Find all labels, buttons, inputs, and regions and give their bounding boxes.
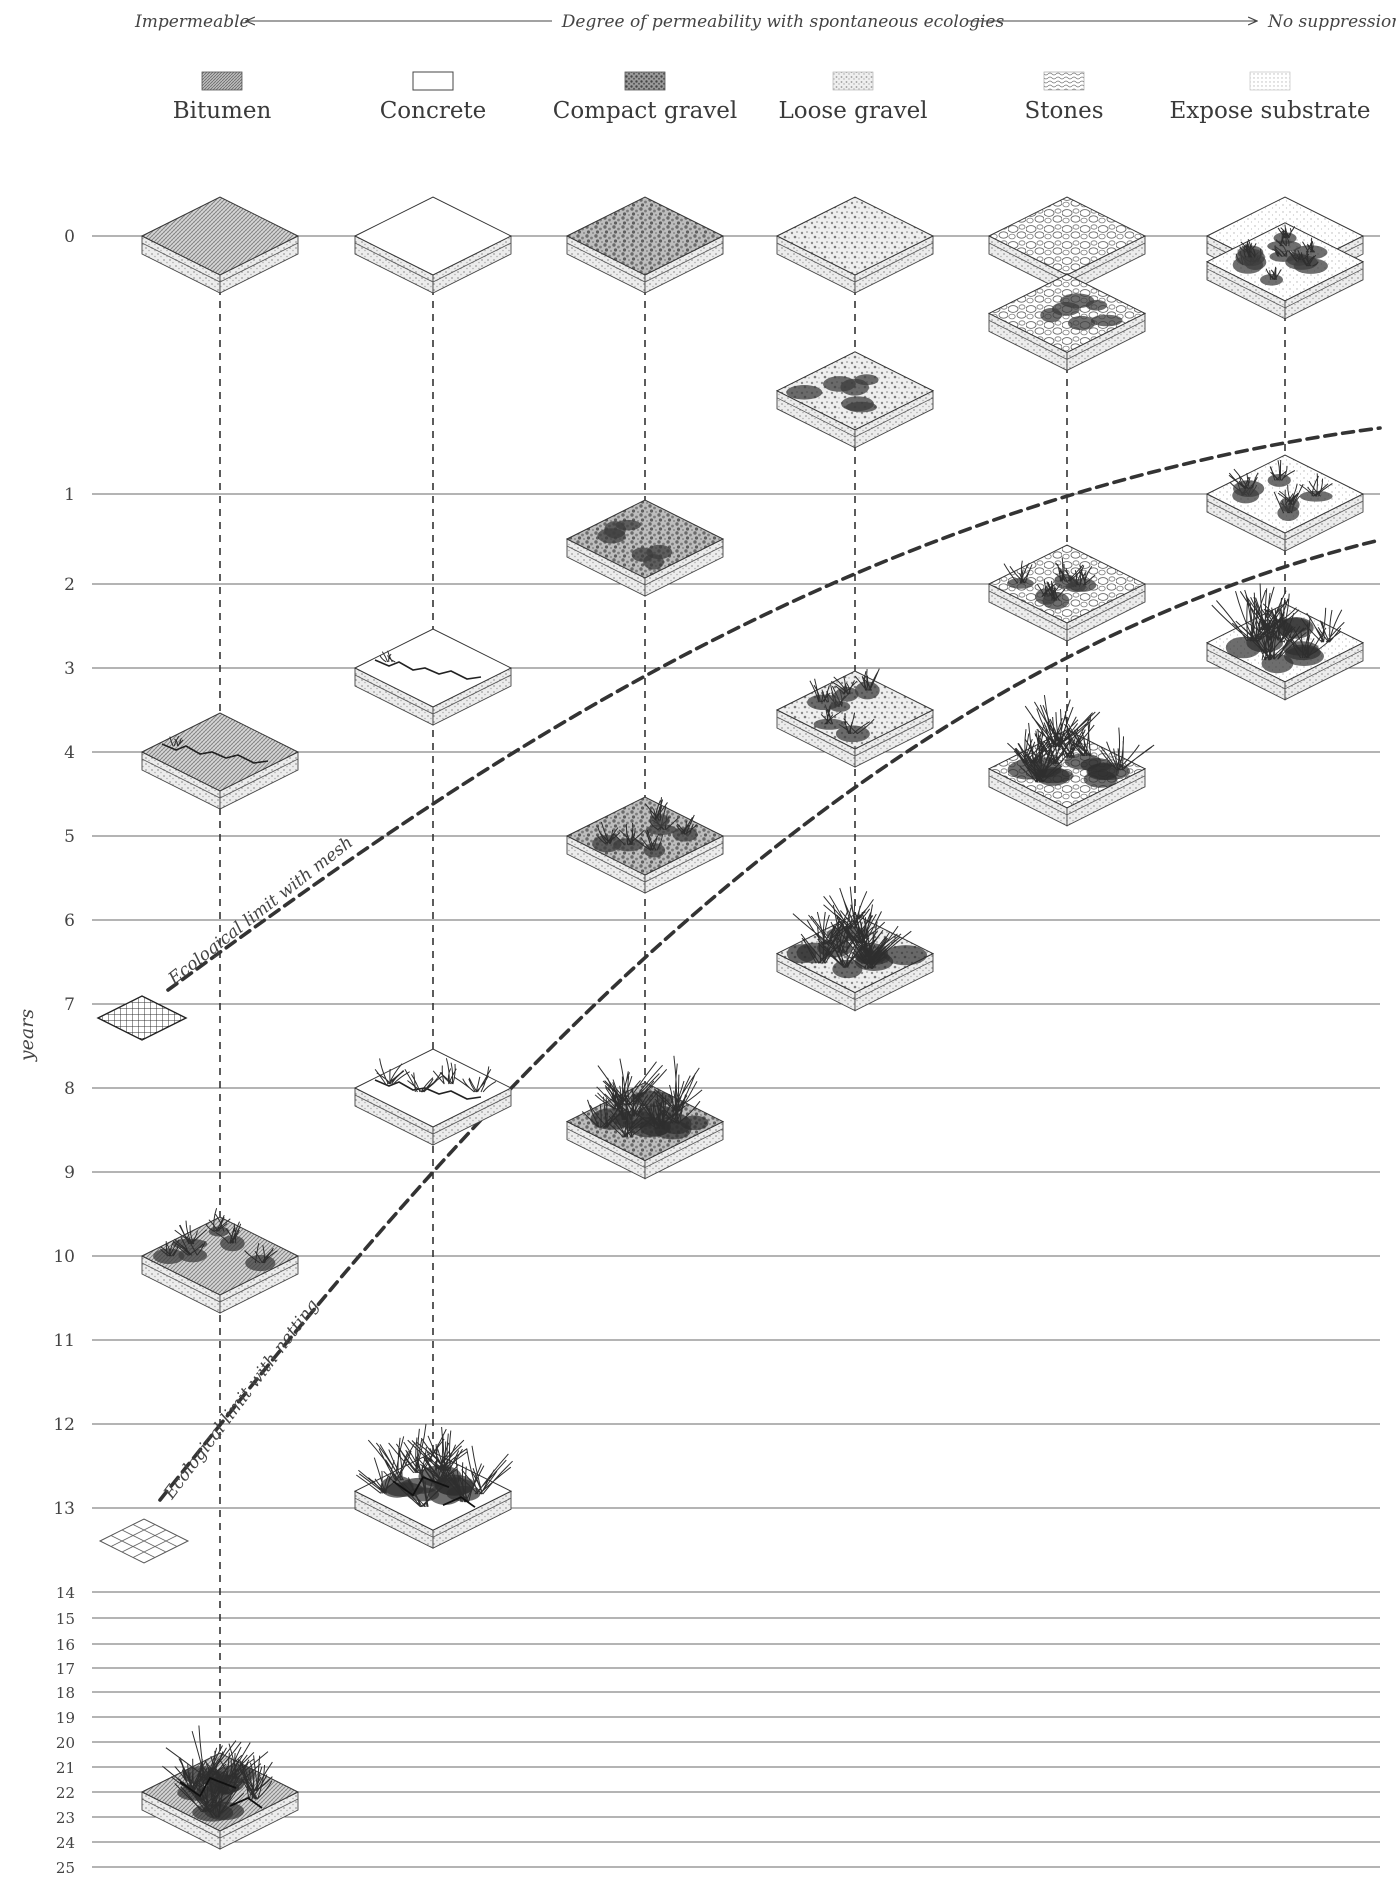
year-tick-label: 5 [64, 827, 75, 847]
year-tick-label: 9 [64, 1163, 75, 1183]
header-no-suppression-label: No suppression [1267, 12, 1396, 32]
netting-icon [100, 1519, 188, 1563]
tile-bitumen-crack [142, 713, 298, 809]
year-tick-label: 22 [56, 1784, 75, 1802]
stones-swatch-icon [1044, 72, 1084, 90]
year-gridlines [92, 236, 1380, 1867]
year-tick-label: 15 [56, 1610, 75, 1628]
year-tick-label: 21 [56, 1759, 75, 1777]
tile-loose-gravel-bare [777, 197, 933, 293]
year-tick-label: 25 [56, 1859, 75, 1877]
ecological-limit-mesh-curve [168, 428, 1380, 990]
tile-concrete-crack [355, 629, 511, 725]
concrete-swatch-icon [413, 72, 453, 90]
ecological-limits: Ecological limit with mesh Ecological li… [159, 428, 1380, 1504]
loose-gravel-swatch-icon [833, 72, 873, 90]
bitumen-swatch-icon [202, 72, 242, 90]
year-tick-label: 23 [56, 1809, 75, 1827]
ecological-limit-netting-label: Ecological limit with netting [159, 1296, 323, 1504]
tile-compact-gravel-moss [567, 500, 723, 596]
header-impermeable-label: Impermeable [134, 12, 250, 32]
year-tick-label: 24 [56, 1834, 75, 1852]
tile-compact-gravel-grass-patches [567, 797, 723, 893]
year-tick-label: 11 [53, 1331, 75, 1351]
year-tick-label: 0 [64, 227, 75, 247]
year-tick-label: 4 [64, 743, 75, 763]
year-tick-label: 1 [64, 485, 75, 505]
tile-stones-grass-patches [989, 545, 1145, 641]
year-tick-label: 20 [56, 1734, 75, 1752]
year-tick-label: 6 [64, 911, 75, 931]
year-tick-label: 14 [56, 1584, 75, 1602]
column-timelines [220, 236, 1285, 1792]
year-tick-label: 19 [56, 1709, 75, 1727]
year-tick-label: 16 [56, 1636, 75, 1654]
tile-loose-gravel-moss [777, 352, 933, 448]
tile-compact-gravel-bare [567, 197, 723, 293]
year-tick-label: 18 [56, 1684, 75, 1702]
mesh-icon [98, 996, 186, 1040]
column-label-loose-gravel: Loose gravel [778, 98, 927, 124]
year-tick-label: 3 [64, 659, 75, 679]
year-tick-label: 7 [64, 995, 75, 1015]
y-axis-title: years [16, 1009, 38, 1062]
column-label-compact-gravel: Compact gravel [553, 98, 738, 124]
tile-concrete-crack-grass [355, 1049, 511, 1145]
year-tick-labels: 0123456789101112131415161718192021222324… [53, 227, 75, 1877]
tile-loose-gravel-dense-grass [777, 887, 933, 1011]
tile-bitumen-bare [142, 197, 298, 293]
header-permeability-label: Degree of permeability with spontaneous … [561, 12, 1005, 32]
ecological-limit-mesh-label: Ecological limit with mesh [164, 833, 357, 990]
year-tick-label: 17 [56, 1660, 75, 1678]
year-tick-label: 10 [53, 1247, 75, 1267]
year-tick-label: 12 [53, 1415, 75, 1435]
tile-stones-moss [989, 274, 1145, 370]
material-legend: Bitumen Concrete Compact gravel Loose gr… [173, 72, 1371, 124]
column-label-stones: Stones [1024, 98, 1103, 124]
tile-stones-dense-grass [989, 695, 1154, 826]
ecological-limit-netting-curve [160, 540, 1380, 1500]
tile-concrete-bare [355, 197, 511, 293]
tile-expose-substrate-grass-patches [1207, 455, 1363, 551]
compact-gravel-swatch-icon [625, 72, 665, 90]
material-tiles [142, 197, 1363, 1849]
tile-bitumen-grass-patches [142, 1208, 298, 1313]
column-label-expose-substrate: Expose substrate [1169, 98, 1370, 124]
year-tick-label: 13 [53, 1499, 75, 1519]
column-label-bitumen: Bitumen [173, 98, 272, 124]
permeability-header: Impermeable Degree of permeability with … [134, 12, 1396, 32]
year-tick-label: 8 [64, 1079, 75, 1099]
year-tick-label: 2 [64, 575, 75, 595]
tile-concrete-broken-overgrown [355, 1424, 513, 1548]
column-label-concrete: Concrete [380, 98, 487, 124]
expose-substrate-swatch-icon [1250, 72, 1290, 90]
